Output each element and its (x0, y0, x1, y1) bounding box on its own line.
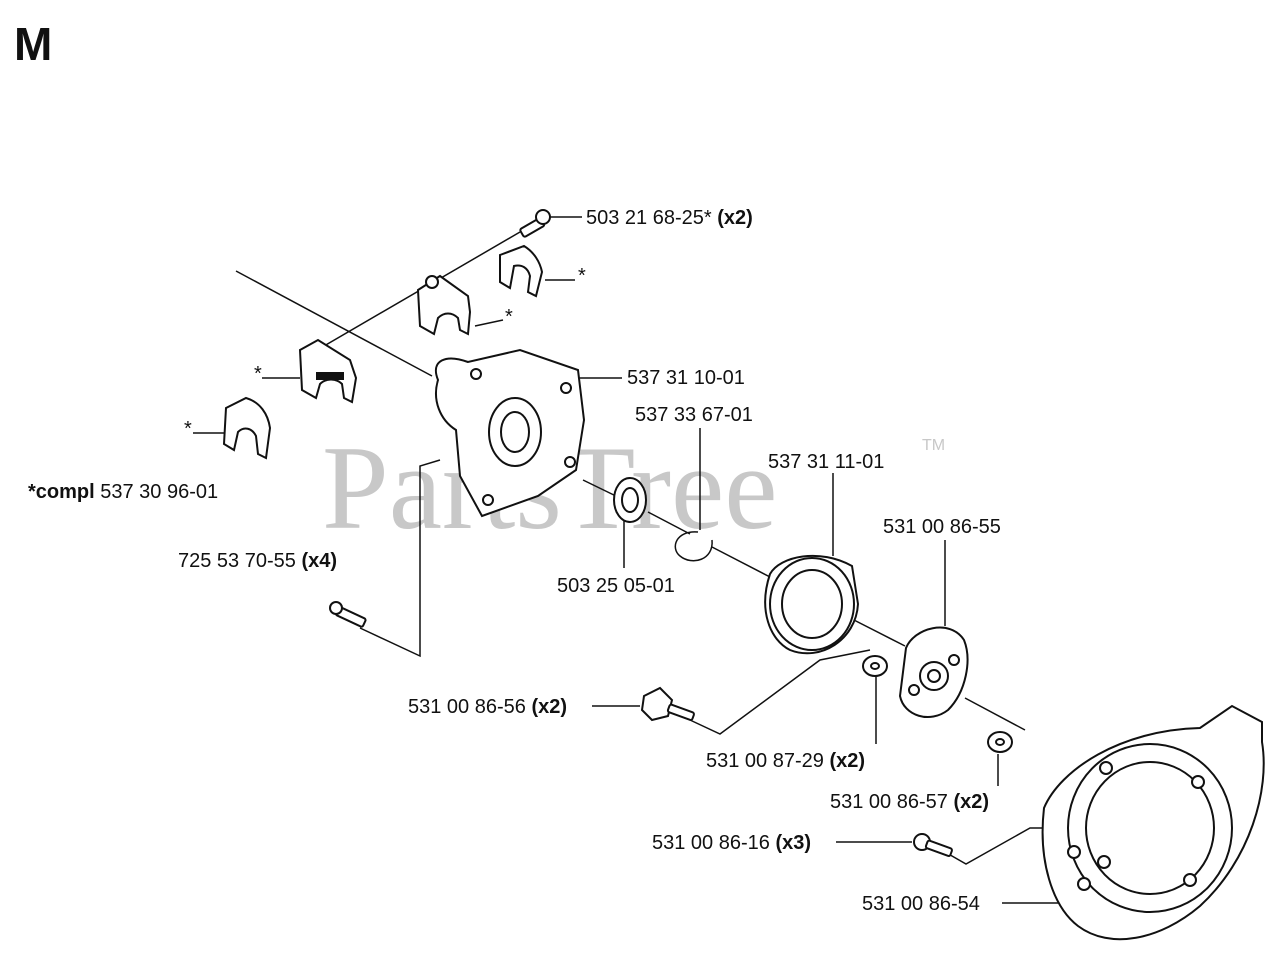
clamp-lower-part (222, 396, 272, 460)
label-washer-a: 531 00 87-29 (x2) (706, 750, 865, 772)
shoulder-screw-part (640, 686, 695, 722)
label-clutch-drum: 537 31 11-01 (768, 451, 884, 473)
bearing-part (613, 477, 647, 523)
screw-x4-part (329, 601, 367, 628)
label-washer-b: 531 00 86-57 (x2) (830, 791, 989, 813)
housing-part (435, 348, 586, 518)
clamp-upper-part (499, 244, 544, 298)
label-screw-x3: 531 00 86-16 (x3) (652, 832, 811, 854)
label-compl: *compl 537 30 96-01 (28, 481, 218, 503)
section-title: M (14, 18, 52, 70)
label-clamp-lower: * (184, 418, 192, 440)
washer-a-part (862, 655, 888, 677)
clutch-drum-part (764, 554, 860, 655)
label-clutch: 531 00 86-55 (883, 516, 1001, 538)
label-screw-top: 503 21 68-25* (x2) (586, 207, 753, 229)
label-fan-cover: 531 00 86-54 (862, 893, 980, 915)
label-clamp-mid: * (505, 306, 513, 328)
label-screw-x4: 725 53 70-55 (x4) (178, 550, 337, 572)
label-circlip: 537 33 67-01 (635, 404, 753, 426)
leader-lines (193, 216, 1080, 904)
fan-cover-part (1041, 704, 1265, 941)
label-clamp-upper: * (578, 265, 586, 287)
watermark-trademark: TM (922, 437, 945, 454)
label-bearing: 503 25 05-01 (557, 575, 675, 597)
clutch-part (898, 626, 969, 719)
circlip-part (674, 531, 713, 562)
screw-x3-part (913, 833, 953, 857)
clamp-left-part (298, 338, 358, 404)
label-clamp-left: * (254, 363, 262, 385)
clamp-mid-part (416, 274, 472, 336)
washer-b-part (987, 731, 1013, 753)
screw-top-part (519, 209, 551, 238)
label-shoulder-screw: 531 00 86-56 (x2) (408, 696, 567, 718)
label-housing: 537 31 10-01 (627, 367, 745, 389)
